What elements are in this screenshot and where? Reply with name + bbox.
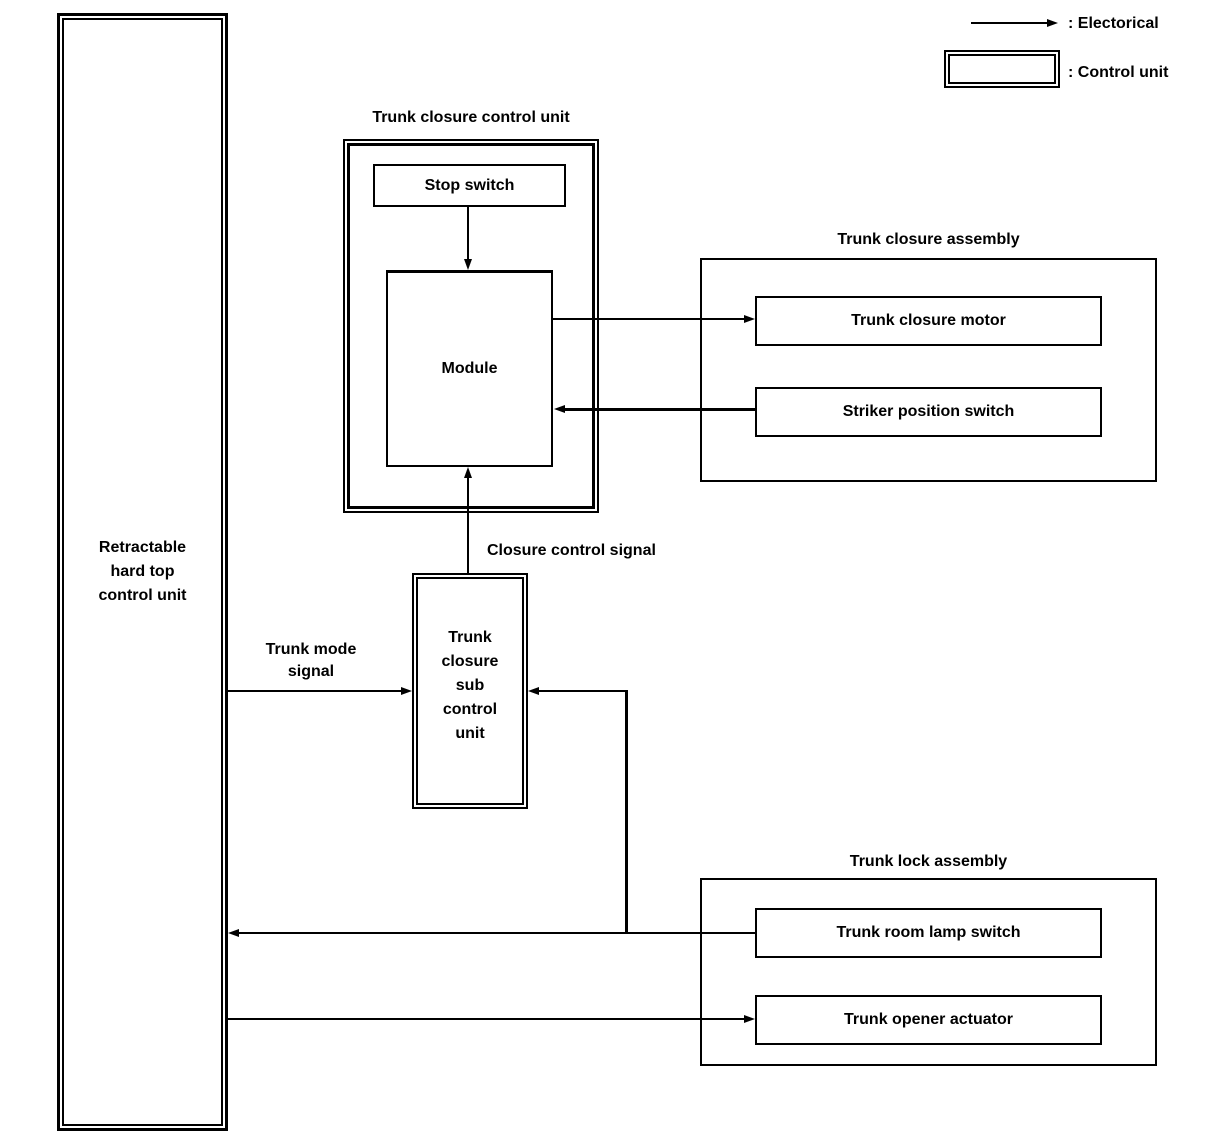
closure-assembly-frame	[700, 258, 1157, 482]
stop-switch-box: Stop switch	[373, 164, 566, 207]
striker-position-switch-box: Striker position switch	[755, 387, 1102, 437]
legend-electrical-arrow-icon	[1047, 19, 1058, 27]
retractable-to-sub-unit-line	[228, 690, 401, 692]
lamp-switch-branch-riser-line	[625, 690, 628, 934]
stop-switch-to-module-arrow-icon	[464, 259, 472, 270]
legend-control-unit-label: : Control unit	[1068, 64, 1169, 81]
trunk-opener-actuator-box: Trunk opener actuator	[755, 995, 1102, 1045]
retractable-hard-top-control-unit-box: Retractable hard top control unit	[57, 13, 228, 1131]
retractable-to-actuator-arrow-icon	[744, 1015, 755, 1023]
striker-to-module-line	[564, 408, 755, 411]
closure-assembly-title: Trunk closure assembly	[837, 231, 1020, 248]
trunk-room-lamp-switch-box: Trunk room lamp switch	[755, 908, 1102, 958]
module-to-motor-arrow-icon	[744, 315, 755, 323]
stop-switch-to-module-line	[467, 207, 469, 261]
closure-control-signal-label: Closure control signal	[487, 542, 656, 559]
closure-control-unit-title: Trunk closure control unit	[372, 109, 570, 126]
module-to-motor-line	[553, 318, 744, 320]
lamp-switch-to-retractable-line	[239, 932, 755, 934]
trunk-closure-sub-control-unit-box: Trunk closure sub control unit	[412, 573, 528, 809]
closure-control-unit-frame	[343, 139, 599, 513]
sub-unit-to-module-arrow-icon	[464, 467, 472, 478]
module-box: Module	[386, 270, 553, 467]
sub-unit-to-module-line	[467, 477, 469, 573]
lamp-switch-to-retractable-arrow-icon	[228, 929, 239, 937]
legend-electrical-line	[971, 22, 1047, 24]
branch-to-sub-unit-line	[538, 690, 628, 692]
legend-control-unit-symbol	[944, 50, 1060, 88]
retractable-to-sub-unit-arrow-icon	[401, 687, 412, 695]
retractable-to-actuator-line	[228, 1018, 744, 1020]
lock-assembly-title: Trunk lock assembly	[849, 853, 1008, 870]
retractable-hard-top-control-unit-label: Retractable hard top control unit	[62, 18, 223, 1126]
trunk-closure-motor-box: Trunk closure motor	[755, 296, 1102, 346]
striker-to-module-arrow-icon	[554, 405, 565, 413]
branch-to-sub-unit-arrow-icon	[528, 687, 539, 695]
lock-assembly-frame	[700, 878, 1157, 1066]
trunk-closure-sub-control-unit-label: Trunk closure sub control unit	[416, 577, 524, 805]
legend-electrical-label: : Electorical	[1068, 15, 1159, 32]
trunk-mode-signal-label: Trunk mode signal	[265, 641, 357, 680]
